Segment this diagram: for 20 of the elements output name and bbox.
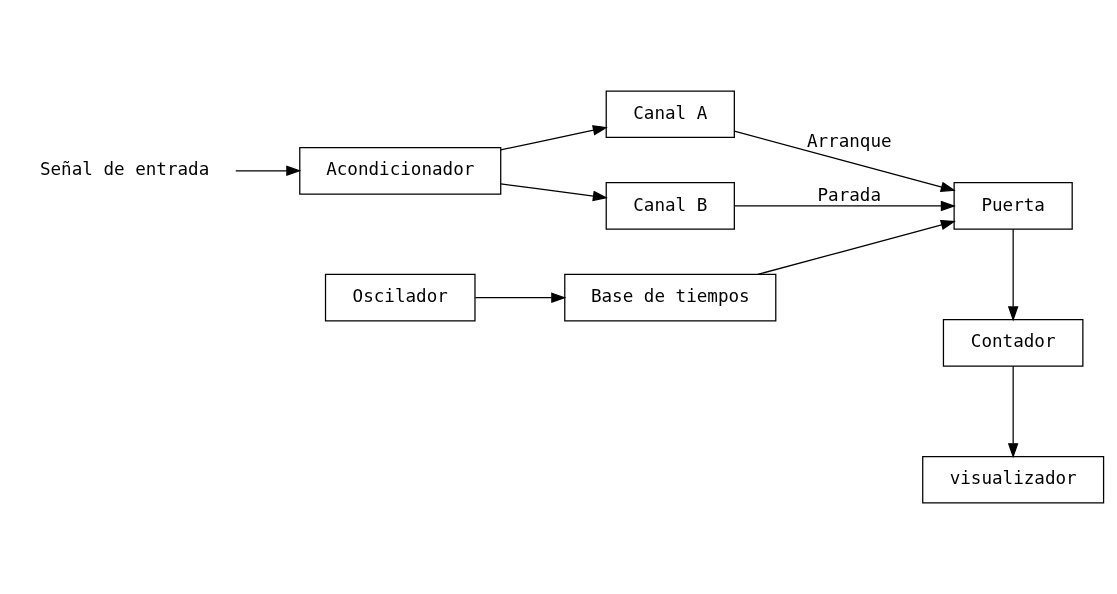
node-box: Canal B <box>605 182 735 230</box>
node-box: Oscilador <box>324 273 476 322</box>
arrow <box>500 183 608 202</box>
edge-label: Arranque <box>806 131 892 152</box>
arrow <box>757 219 956 275</box>
edge-label: Parada <box>817 185 881 206</box>
node-box: Base de tiempos <box>564 273 777 322</box>
arrow <box>1007 228 1019 322</box>
arrow <box>235 165 302 177</box>
node-box: Contador <box>942 319 1084 367</box>
node-box: Acondicionador <box>299 146 502 195</box>
node-box: Canal A <box>605 90 735 139</box>
arrow <box>500 125 608 151</box>
arrow <box>474 292 567 303</box>
node-box: visualizador <box>922 455 1105 504</box>
node-box: Puerta <box>953 182 1073 230</box>
arrow <box>733 200 956 212</box>
arrow <box>733 130 956 192</box>
node-text: Señal de entrada <box>39 159 210 180</box>
arrow <box>1007 365 1019 459</box>
